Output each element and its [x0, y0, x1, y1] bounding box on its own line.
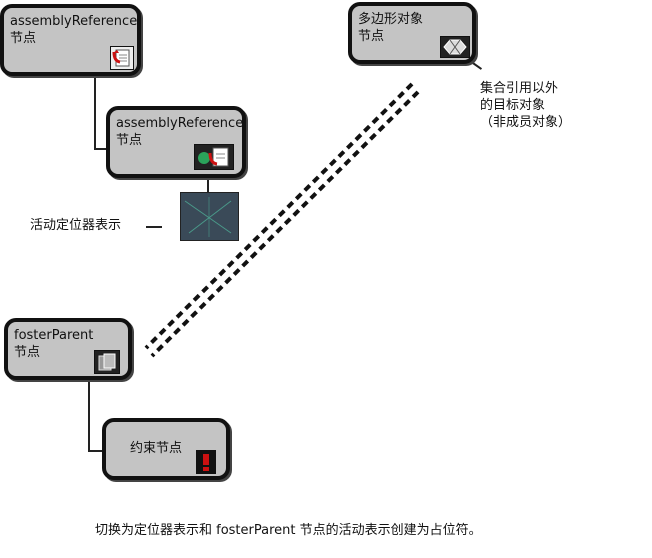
foster-parent-node[interactable]: fosterParent 节点	[4, 318, 132, 380]
assembly-reference-node-child[interactable]: assemblyReference 节点	[106, 106, 246, 178]
connector-child-to-locator	[207, 176, 209, 192]
caption: 切换为定位器表示和 fosterParent 节点的活动表示创建为占位符。	[95, 523, 482, 538]
constraint-node[interactable]: 约束节点	[102, 418, 230, 480]
locator-preview	[180, 192, 239, 241]
node-label: fosterParent 节点	[14, 328, 94, 360]
locator-annotation: 活动定位器表示	[30, 218, 122, 233]
connector-foster-elbow	[88, 450, 104, 452]
assembly-reference-active-icon	[194, 144, 234, 170]
connector-elbow	[94, 148, 110, 150]
assembly-reference-node-top[interactable]: assemblyReference 节点	[0, 4, 141, 76]
node-label: assemblyReference 节点	[116, 116, 244, 148]
node-label: 约束节点	[130, 441, 183, 456]
polygon-object-node[interactable]: 多边形对象 节点	[348, 2, 476, 64]
connector-foster-vertical	[88, 380, 90, 452]
constraint-warning-icon	[196, 450, 216, 474]
polygon-object-icon	[440, 36, 470, 58]
target-annotation: 集合引用以外 的目标对象 （非成员对象）	[480, 81, 572, 130]
connector-locator-annotation	[146, 226, 162, 228]
foster-parent-icon	[94, 350, 120, 374]
connector-top-to-child	[94, 74, 96, 150]
node-label: 多边形对象 节点	[358, 12, 424, 44]
assembly-reference-icon	[110, 46, 134, 70]
node-label: assemblyReference 节点	[10, 14, 138, 46]
